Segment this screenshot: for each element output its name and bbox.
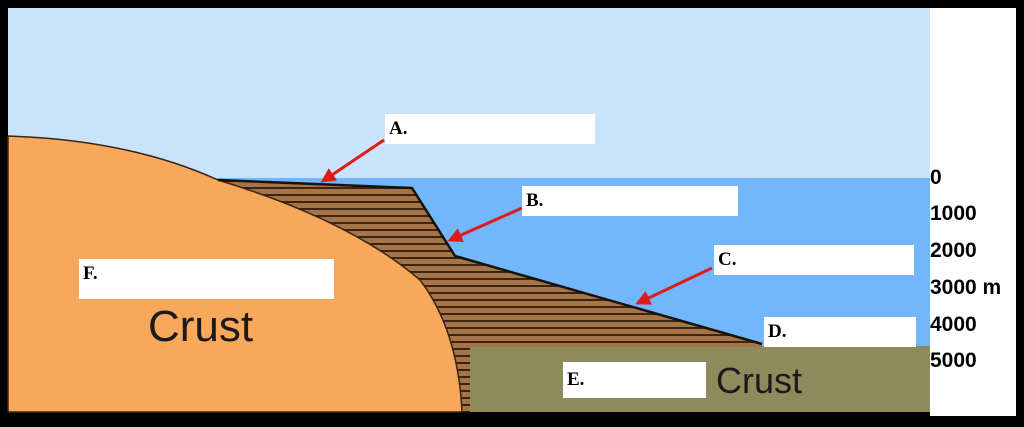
label-box-c[interactable]: C. — [714, 245, 914, 275]
depth-tick: 1000 — [930, 202, 977, 225]
label-box-e[interactable]: E. — [563, 362, 706, 398]
depth-tick: 3000 m — [930, 276, 1002, 299]
oceanic-crust-label: Crust — [716, 360, 803, 401]
sky — [8, 8, 930, 178]
continental-crust-label: Crust — [148, 302, 254, 351]
arrow-b — [447, 206, 523, 242]
arrow-c — [635, 266, 713, 305]
depth-scale-panel — [930, 8, 1016, 416]
depth-tick: 0 — [930, 166, 942, 189]
depth-tick: 5000 — [930, 349, 977, 372]
seafloor-profile — [217, 178, 763, 346]
depth-tick: 4000 — [930, 313, 977, 336]
depth-tick: 2000 — [930, 239, 977, 262]
label-box-f[interactable]: F. — [79, 259, 334, 299]
arrow-a — [320, 138, 385, 183]
label-box-d[interactable]: D. — [764, 317, 916, 347]
label-box-a[interactable]: A. — [385, 114, 595, 144]
label-box-b[interactable]: B. — [522, 186, 738, 216]
